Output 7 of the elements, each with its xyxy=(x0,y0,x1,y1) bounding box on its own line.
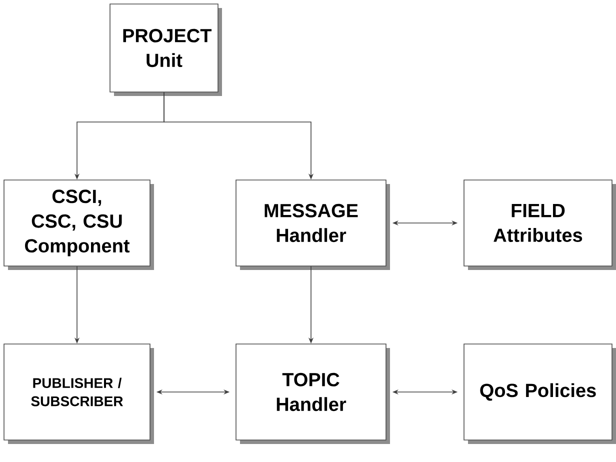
process-box: QoS Policies xyxy=(464,344,616,444)
process-box: MESSAGE Handler xyxy=(236,180,390,270)
process-box: CSCI, CSC, CSU Component xyxy=(4,180,154,270)
process-box: PROJECT Unit xyxy=(110,4,222,96)
process-box: FIELD Attributes xyxy=(464,180,616,270)
process-box: TOPIC Handler xyxy=(236,344,390,444)
process-box: PUBLISHER / SUBSCRIBER xyxy=(4,344,154,444)
